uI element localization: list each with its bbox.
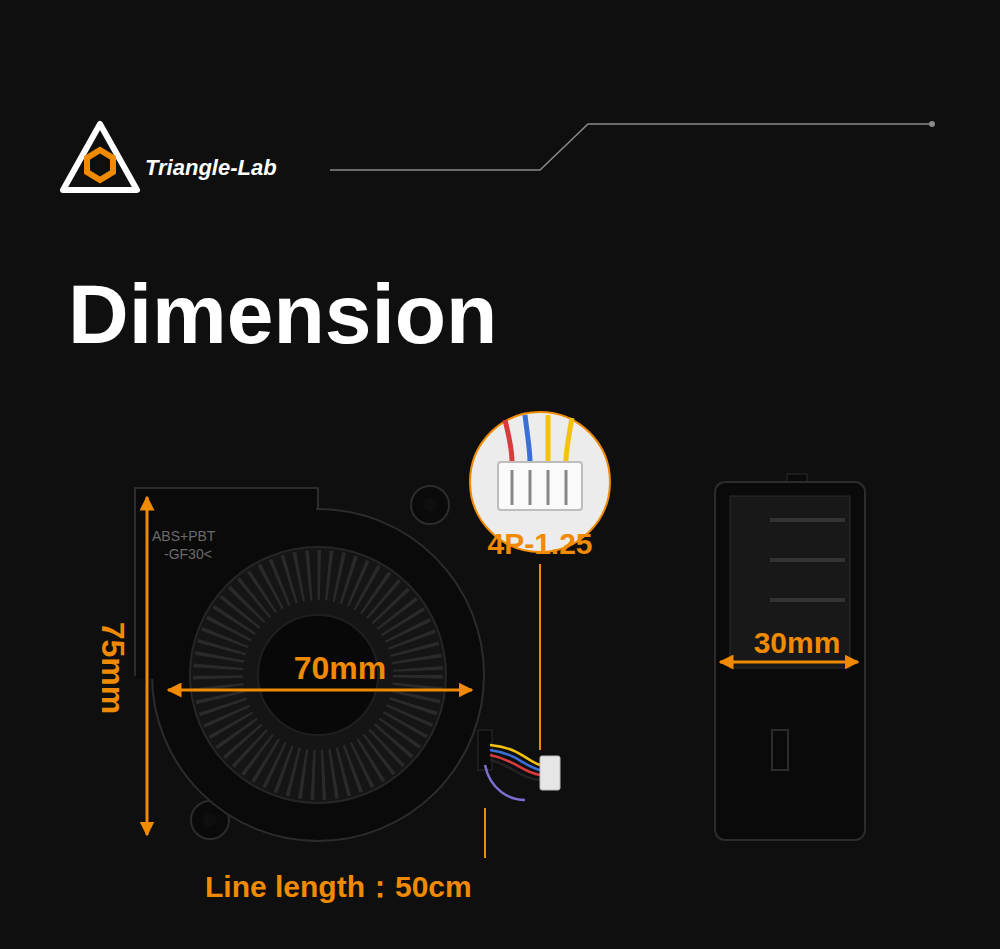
dimension-arrow (168, 689, 472, 692)
embossed-marking: -GF30< (164, 546, 212, 562)
cable-length-label: Line length：50cm (205, 870, 472, 905)
dimension-label: 75mm (95, 622, 132, 715)
embossed-marking: ABS+PBT (152, 528, 215, 544)
dimension-label: 30mm (754, 626, 841, 661)
blower-front-view (135, 486, 492, 841)
dimension-arrow (146, 497, 149, 835)
header-rule (330, 124, 932, 170)
dimension-label: 70mm (294, 650, 387, 687)
dimension-arrow (720, 661, 858, 664)
leader-line (539, 564, 541, 750)
brand-logo (63, 124, 137, 190)
blower-side-view (715, 474, 865, 840)
brand-name: Triangle-Lab (145, 155, 277, 180)
page-title: Dimension (68, 266, 497, 363)
rule-dot (929, 121, 935, 127)
wire-bundle (485, 745, 560, 800)
leader-line (484, 808, 486, 858)
connector-label: 4P-1.25 (487, 527, 592, 562)
